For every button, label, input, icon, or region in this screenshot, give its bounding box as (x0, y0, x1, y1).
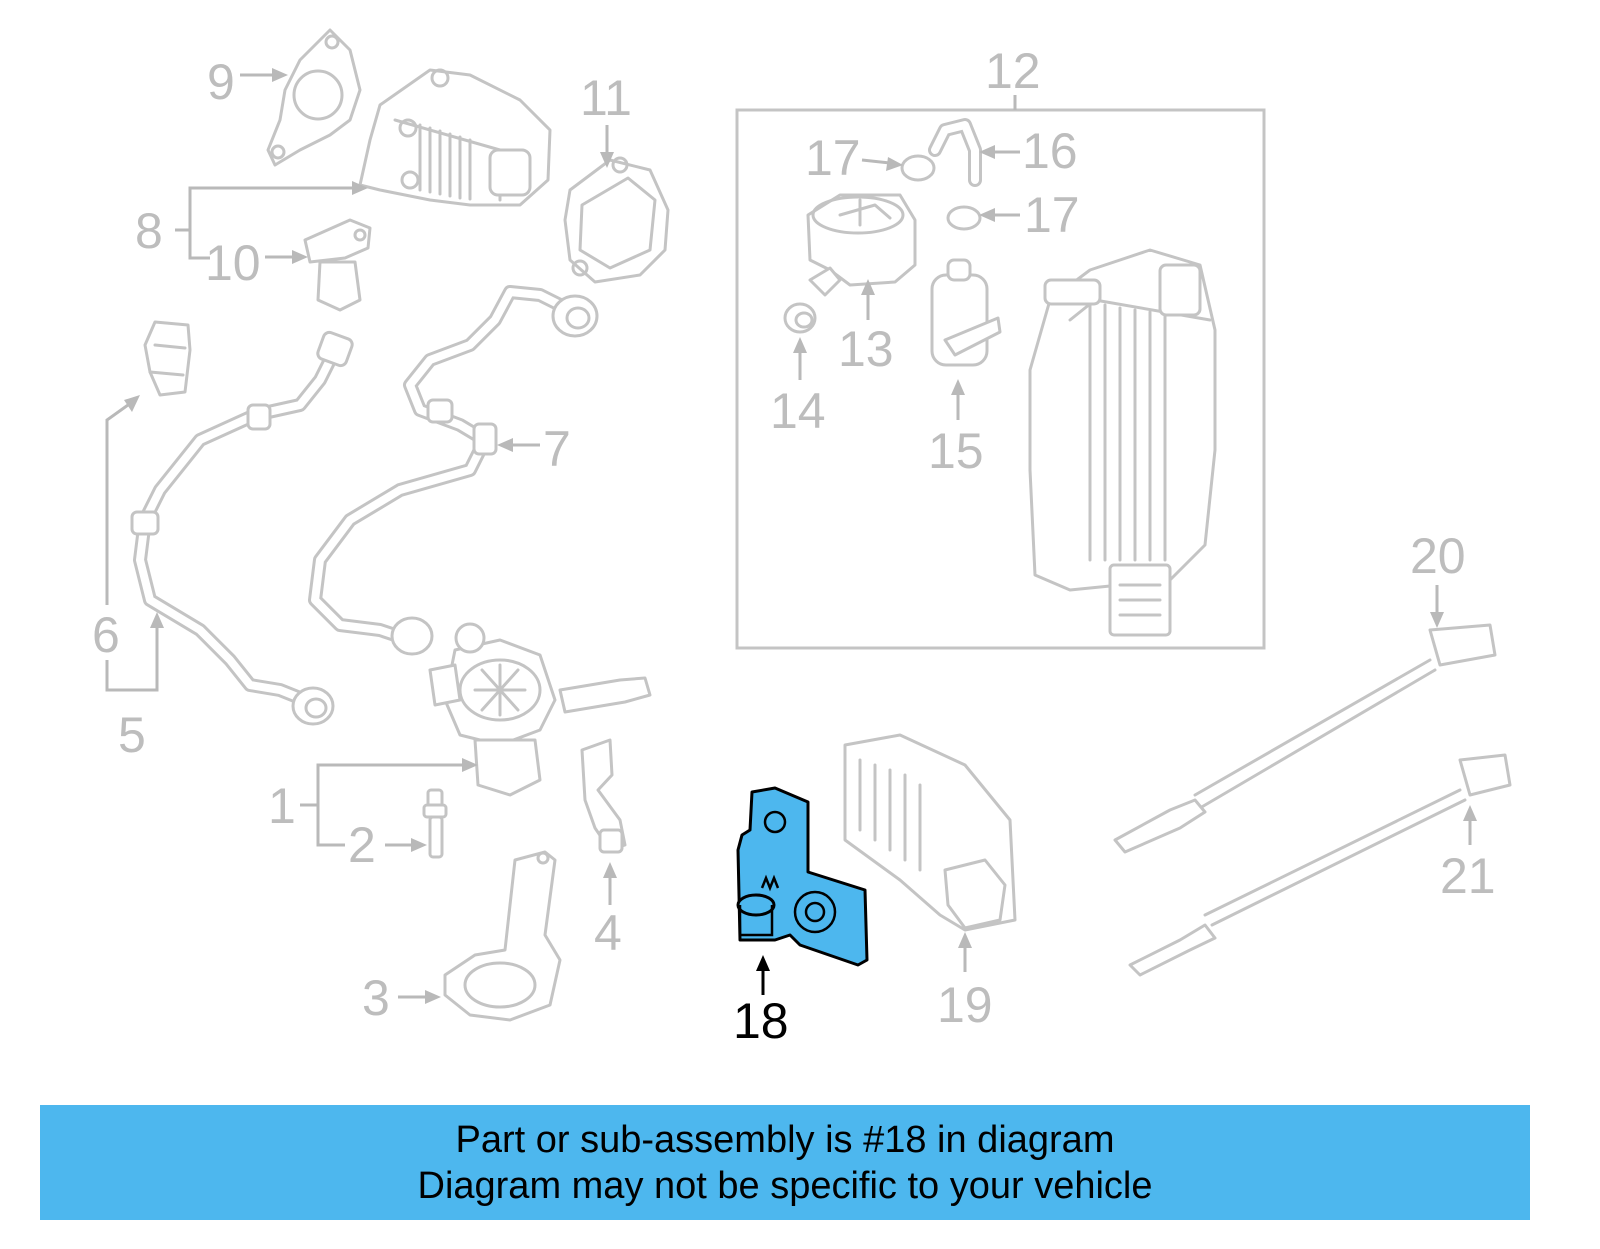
part-2-bolt (422, 788, 448, 859)
callout-3: 3 (362, 970, 390, 1026)
callout-6: 6 (92, 607, 120, 663)
part-11-throttle (563, 156, 670, 284)
part-13-valve (806, 193, 917, 297)
part-18-highlighted[interactable] (736, 786, 869, 967)
part-17-clamp-upper (900, 154, 936, 182)
callout-12: 12 (985, 43, 1041, 99)
part-21-sensor (1128, 753, 1512, 977)
part-9-gasket (266, 28, 362, 167)
callout-8: 8 (135, 203, 163, 259)
callout-16: 16 (1022, 123, 1078, 179)
callout-19: 19 (937, 977, 993, 1033)
part-8-valve (358, 68, 552, 207)
callout-7: 7 (543, 421, 571, 477)
part-17-clamp-lower (946, 205, 982, 231)
part-19-panel (843, 733, 1017, 932)
callout-14: 14 (770, 383, 826, 439)
callout-15: 15 (928, 423, 984, 479)
callout-17-lower: 17 (1024, 187, 1080, 243)
callout-1: 1 (268, 778, 296, 834)
part-1-pump (428, 622, 652, 797)
part-20-sensor (1113, 623, 1497, 854)
part-14-ring (783, 302, 817, 334)
canister (1028, 248, 1217, 637)
part-7-hose (308, 285, 599, 656)
callout-5: 5 (118, 707, 146, 763)
info-banner: Part or sub-assembly is #18 in diagram D… (40, 1105, 1530, 1220)
part-6-connector (143, 320, 192, 397)
part-16-elbow (928, 118, 982, 187)
part-3-bracket (443, 850, 562, 1022)
callout-17-upper: 17 (805, 130, 861, 186)
callout-11: 11 (580, 70, 632, 126)
callout-9: 9 (207, 54, 235, 110)
callout-20: 20 (1410, 528, 1466, 584)
callout-18[interactable]: 18 (733, 993, 789, 1049)
callout-13: 13 (838, 321, 894, 377)
part-12-group-box (735, 108, 1266, 650)
callout-4: 4 (594, 905, 622, 961)
banner-line-1: Part or sub-assembly is #18 in diagram (455, 1119, 1115, 1161)
part-4-clip (580, 738, 627, 854)
part-10-sensor (303, 218, 372, 312)
banner-line-2: Diagram may not be specific to your vehi… (417, 1165, 1153, 1207)
callout-10: 10 (205, 235, 261, 291)
leader-lines (105, 68, 1477, 1004)
callout-2: 2 (348, 817, 376, 873)
part-15-filter (930, 258, 1002, 367)
callout-21: 21 (1440, 848, 1496, 904)
part-5-6-hose (130, 330, 354, 726)
